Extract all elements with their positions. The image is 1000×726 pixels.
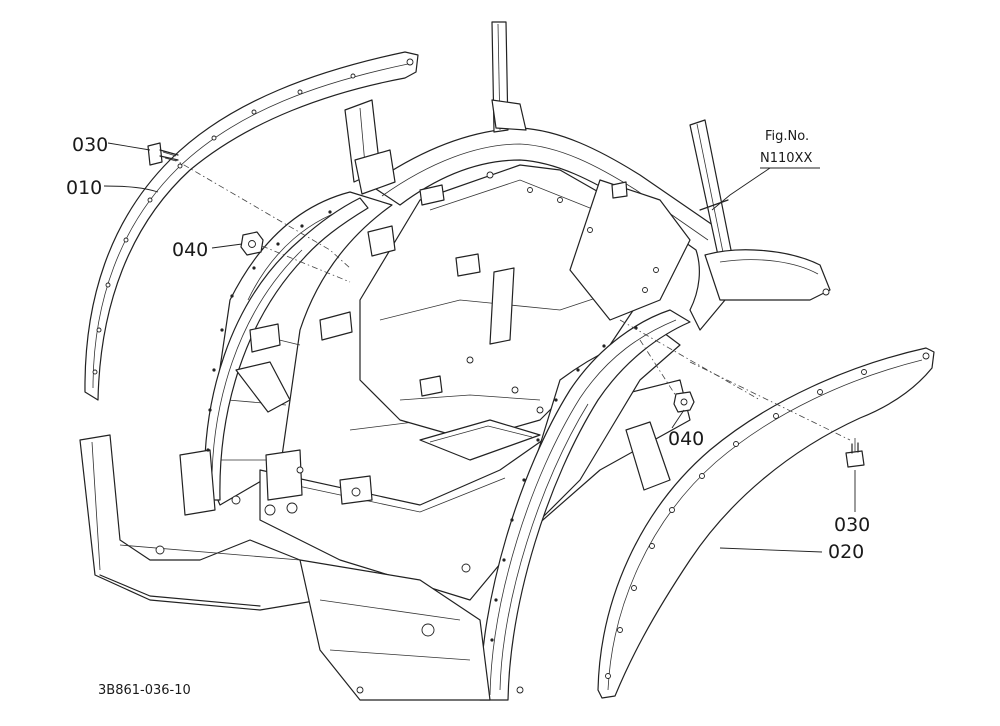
- bolt-icon: [147, 142, 179, 166]
- cab-frame: [79, 21, 831, 701]
- drawing-code: 3B861-036-10: [98, 683, 191, 698]
- nut-icon: [673, 391, 695, 413]
- nut-icon: [240, 231, 264, 256]
- fender-extension-010: [84, 51, 419, 401]
- callout-040-right: 040: [668, 428, 704, 450]
- callout-030-left: 030: [72, 134, 108, 156]
- callout-040-left: 040: [172, 239, 208, 261]
- callout-030-right: 030: [834, 514, 870, 536]
- leader-lines: [103, 142, 856, 553]
- bolt-icon: [845, 438, 865, 468]
- fig-label: Fig.No.: [765, 129, 809, 144]
- callout-020: 020: [828, 541, 864, 563]
- callout-010: 010: [66, 177, 102, 199]
- fig-number: N110XX: [760, 151, 812, 166]
- assembly-lines: [171, 157, 851, 441]
- fender-extension-020: [597, 347, 935, 699]
